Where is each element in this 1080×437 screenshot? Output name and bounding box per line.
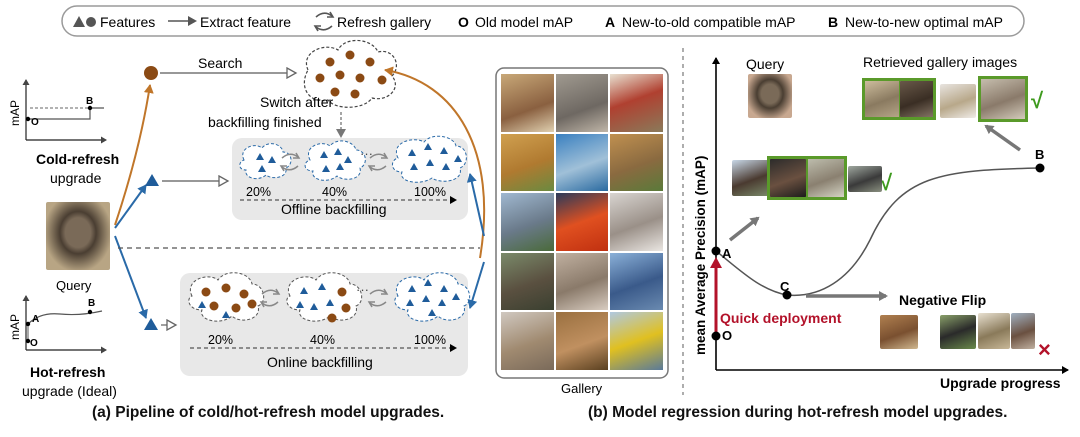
hot-refresh-subtitle: upgrade (Ideal) bbox=[22, 383, 117, 399]
gallery-image bbox=[501, 193, 554, 251]
right-query-cat-photo bbox=[748, 74, 792, 118]
legend-bar: Features Extract feature Refresh gallery… bbox=[62, 6, 1024, 36]
x-axis-label: Upgrade progress bbox=[940, 375, 1061, 391]
search-label: Search bbox=[198, 55, 242, 71]
gallery-image bbox=[556, 253, 609, 311]
flip-image-3 bbox=[978, 313, 1010, 349]
arrow-to-b-results bbox=[986, 126, 1020, 150]
retrieved-gallery-label: Retrieved gallery images bbox=[863, 54, 1017, 70]
right-query-label: Query bbox=[746, 56, 784, 72]
flip-image-4 bbox=[1011, 313, 1035, 349]
gallery-image bbox=[556, 134, 609, 192]
legend-a-label: New-to-old compatible mAP bbox=[622, 14, 796, 30]
gallery-image bbox=[610, 74, 663, 132]
gallery-image bbox=[501, 312, 554, 370]
offline-backfilling-panel: ··· 20% 40% 100% Offline backfilling bbox=[232, 136, 468, 220]
hot-plot-b: B bbox=[88, 298, 95, 309]
gallery-to-online-arrow bbox=[470, 262, 484, 308]
point-o bbox=[712, 332, 721, 341]
legend-b-symbol: B bbox=[828, 14, 838, 30]
old-feature-dot bbox=[144, 66, 158, 80]
point-c-label: C bbox=[780, 279, 790, 294]
offline-pct-100: 100% bbox=[414, 185, 446, 199]
hot-refresh-plot: A O B mAP bbox=[8, 296, 106, 350]
cold-refresh-subtitle: upgrade bbox=[50, 170, 102, 186]
offline-ellipsis: ··· bbox=[360, 146, 373, 161]
gallery-label: Gallery bbox=[561, 381, 603, 396]
quick-deployment-label: Quick deployment bbox=[720, 310, 842, 326]
legend-features-label: Features bbox=[100, 14, 155, 30]
gallery-image bbox=[556, 193, 609, 251]
gallery-image bbox=[501, 134, 554, 192]
online-backfilling-panel: ··· 20% 40% 100% Online backfilling bbox=[180, 273, 470, 376]
offline-backfilling-label: Offline backfilling bbox=[281, 201, 387, 217]
legend-refresh-label: Refresh gallery bbox=[337, 14, 431, 30]
retrieved-highlight-box-b-right bbox=[978, 76, 1028, 122]
highlight-divider bbox=[899, 78, 900, 120]
arrow-to-a-results bbox=[730, 218, 758, 240]
point-a bbox=[712, 247, 721, 256]
query-cat-photo bbox=[46, 202, 110, 270]
offline-pct-40: 40% bbox=[322, 185, 347, 199]
cold-refresh-plot: O B mAP bbox=[8, 80, 106, 140]
online-pct-40: 40% bbox=[310, 333, 335, 347]
left-query-label: Query bbox=[56, 278, 92, 293]
check-mark-b: √ bbox=[1031, 88, 1044, 113]
gallery-image bbox=[501, 253, 554, 311]
point-b-label: B bbox=[1035, 147, 1044, 162]
hot-plot-a: A bbox=[32, 314, 39, 325]
y-axis-label: mean Average Precision (mAP) bbox=[693, 156, 708, 355]
flip-image-2 bbox=[940, 315, 976, 349]
legend-extract-label: Extract feature bbox=[200, 14, 291, 30]
online-backfilling-label: Online backfilling bbox=[267, 354, 373, 370]
retrieved-image-a4 bbox=[848, 166, 882, 192]
point-b bbox=[1036, 164, 1045, 173]
new-feature-offline bbox=[145, 174, 159, 186]
highlight-divider bbox=[806, 156, 808, 200]
negative-flip-label: Negative Flip bbox=[899, 292, 986, 308]
switch-note-line-2: backfilling finished bbox=[208, 114, 322, 130]
online-pct-100: 100% bbox=[414, 333, 446, 347]
gallery-image bbox=[556, 74, 609, 132]
query-flow-arrows bbox=[115, 85, 150, 318]
caption-a: (a) Pipeline of cold/hot-refresh model u… bbox=[92, 404, 444, 422]
offline-pct-20: 20% bbox=[246, 185, 271, 199]
retrieved-image-b3 bbox=[940, 84, 976, 118]
hot-plot-ylabel: mAP bbox=[8, 314, 22, 340]
cross-mark: × bbox=[1038, 337, 1051, 362]
retrieved-image-a1 bbox=[732, 160, 770, 196]
gallery-image bbox=[501, 74, 554, 132]
gallery-grid bbox=[501, 74, 663, 370]
point-a-label: A bbox=[722, 246, 732, 261]
hot-plot-o: O bbox=[30, 338, 38, 349]
legend-old-symbol: O bbox=[458, 14, 469, 30]
gallery-image bbox=[610, 134, 663, 192]
gallery-image bbox=[610, 193, 663, 251]
flip-image-1 bbox=[880, 315, 918, 349]
caption-b: (b) Model regression during hot-refresh … bbox=[588, 404, 1007, 422]
new-feature-online bbox=[144, 318, 158, 330]
gallery-image bbox=[610, 312, 663, 370]
legend-b-label: New-to-new optimal mAP bbox=[845, 14, 1003, 30]
cold-plot-ylabel: mAP bbox=[8, 100, 22, 126]
cold-refresh-title: Cold-refresh bbox=[36, 151, 119, 167]
legend-a-symbol: A bbox=[605, 14, 615, 30]
hot-refresh-title: Hot-refresh bbox=[30, 364, 105, 380]
point-o-label: O bbox=[722, 328, 732, 343]
switch-note-line-1: Switch after bbox=[260, 94, 333, 110]
legend-old-label: Old model mAP bbox=[475, 14, 573, 30]
cold-plot-o: O bbox=[31, 117, 39, 128]
gallery-image bbox=[610, 253, 663, 311]
cold-plot-b: B bbox=[86, 96, 93, 107]
online-ellipsis: ··· bbox=[356, 282, 369, 297]
gallery-image bbox=[556, 312, 609, 370]
online-pct-20: 20% bbox=[208, 333, 233, 347]
